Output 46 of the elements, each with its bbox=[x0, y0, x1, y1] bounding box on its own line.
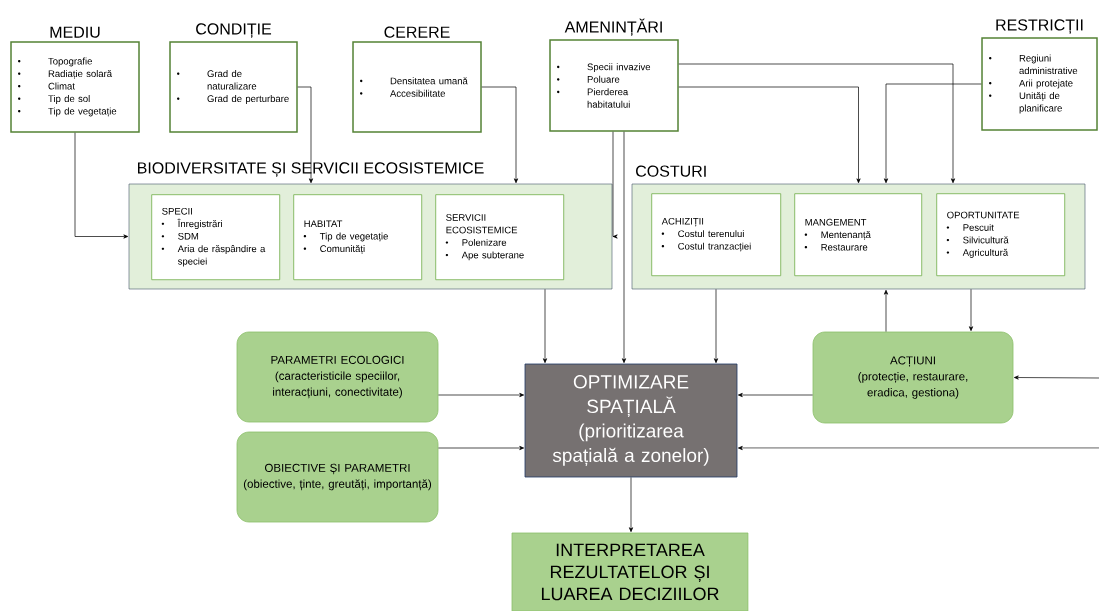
list-box: Regiuni administrative Arii protejate Unități de planificare bbox=[981, 37, 1098, 131]
node-label: Tip de vegetație bbox=[48, 107, 117, 117]
arrow bbox=[621, 131, 627, 364]
list-box: HABITAT Tip de vegetație Comunități bbox=[293, 194, 423, 281]
list-box: OPORTUNITATE Pescuit Silvicultură Agricultură bbox=[936, 193, 1066, 277]
arrow bbox=[438, 392, 525, 398]
heading: AMENINȚĂRI bbox=[564, 18, 662, 36]
result-box: INTERPRETAREA REZULTATELOR ȘI LUAREA DECIZIILOR bbox=[511, 532, 749, 611]
arrow bbox=[628, 477, 634, 533]
arrow bbox=[74, 132, 129, 239]
list-box: SERVICII ECOSISTEMICE Polenizare Ape subterane bbox=[435, 194, 565, 281]
arrow bbox=[438, 445, 525, 451]
arrow bbox=[713, 288, 719, 364]
heading: CERERE bbox=[384, 26, 450, 38]
list-box: ACHIZIȚII Costul terenului Costul tranzacției bbox=[651, 193, 782, 277]
heading: MEDIU bbox=[50, 26, 100, 38]
arrow bbox=[737, 445, 1099, 451]
list-box: Topografie Radiație solară Climat Tip de sol Tip de vegetație bbox=[10, 41, 140, 133]
heading: RESTRICȚII bbox=[996, 19, 1083, 34]
list-box: Specii invazive Poluare Pierderea habitatului bbox=[549, 39, 679, 132]
heading: BIODIVERSITATE ȘI SERVICII ECOSISTEMICE bbox=[138, 162, 484, 177]
rounded-box: PARAMETRI ECOLOGICI (caracteristicile speciilor, interacțiuni, conectivitate) bbox=[236, 331, 439, 423]
list-box: Grad de naturalizare Grad de perturbare bbox=[169, 41, 298, 133]
node-label: Tip de sol bbox=[48, 95, 90, 104]
arrow bbox=[737, 392, 813, 398]
arrow bbox=[542, 288, 548, 364]
node-label: Topografie bbox=[48, 57, 92, 67]
arrow bbox=[297, 86, 314, 184]
arrow bbox=[678, 63, 956, 184]
list-box: SPECII Înregistrări SDM Aria de răspândire a speciei bbox=[151, 194, 281, 281]
rounded-box: OBIECTIVE ȘI PARAMETRI (obiective, ținte, greutăți, importanță) bbox=[236, 431, 439, 523]
node-label: Radiație solară bbox=[48, 69, 113, 79]
arrow bbox=[481, 86, 519, 184]
heading: CONDIȚIE bbox=[196, 23, 272, 38]
list-box: MANGEMENT Mentenanță Restaurare bbox=[794, 193, 923, 277]
arrow bbox=[612, 131, 618, 239]
arrow bbox=[678, 86, 861, 184]
node-label: Climat bbox=[48, 82, 75, 90]
arrow bbox=[968, 288, 974, 332]
arrow bbox=[883, 289, 889, 332]
heading: COSTURI bbox=[636, 165, 706, 177]
process-box: OPTIMIZARE SPAȚIALĂ (prioritizarea spațială a zonelor) bbox=[524, 363, 738, 478]
rounded-box: ACȚIUNI (protecție, restaurare, eradica, gestiona) bbox=[812, 331, 1014, 424]
arrow bbox=[1013, 375, 1099, 380]
list-box: Densitatea umană Accesibilitate bbox=[352, 41, 482, 133]
arrow bbox=[883, 83, 982, 184]
